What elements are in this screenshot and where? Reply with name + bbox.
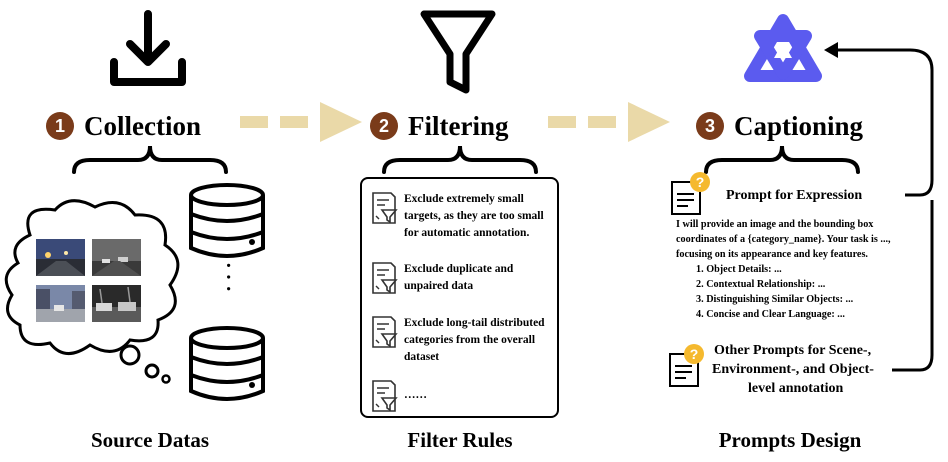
filter-rule: Exclude extremely small targets, as they… bbox=[370, 191, 556, 242]
prompt-expression-title: Prompt for Expression bbox=[726, 188, 863, 203]
svg-text:?: ? bbox=[690, 346, 699, 362]
filter-rule-text: Exclude duplicate and unpaired data bbox=[404, 263, 514, 292]
funnel-icon bbox=[420, 10, 496, 94]
prompt-intro-line: coordinates of a {category_name}. Your t… bbox=[676, 234, 891, 245]
stage-label: Captioning bbox=[734, 110, 864, 141]
prompt-item: 1. Object Details: ... bbox=[696, 264, 782, 275]
curly-brace bbox=[704, 145, 860, 174]
flow-arrow bbox=[240, 102, 362, 142]
filter-rule: Exclude duplicate and unpaired data bbox=[370, 261, 556, 295]
prompt-item: 4. Concise and Clear Language: ... bbox=[696, 309, 845, 320]
flow-arrow bbox=[548, 102, 670, 142]
prompt-item: 3. Distinguishing Similar Objects: ... bbox=[696, 294, 854, 305]
filter-rule: Exclude long-tail distributed categories… bbox=[370, 315, 556, 366]
thumbnail-night-highway-thermal bbox=[92, 239, 141, 276]
footer-source-datas: Source Datas bbox=[90, 428, 210, 452]
stage-number-badge: 2 bbox=[370, 112, 398, 140]
prompt-item: 2. Contextual Relationship: ... bbox=[696, 279, 826, 290]
stage-number-badge: 1 bbox=[46, 112, 74, 140]
footer-prompts-design: Prompts Design bbox=[718, 428, 862, 452]
curly-brace bbox=[382, 145, 538, 174]
feedback-arrow bbox=[824, 42, 934, 372]
database-icon bbox=[189, 326, 265, 401]
prompt-intro-line: I will provide an image and the bounding… bbox=[676, 219, 874, 230]
logo-icon bbox=[744, 14, 822, 82]
stage-filtering-title: 2 Filtering bbox=[370, 108, 508, 144]
stage-captioning-title: 3 Captioning bbox=[696, 108, 863, 144]
stage-label: Collection bbox=[84, 110, 201, 141]
filter-rule-text: Exclude extremely small targets, as they… bbox=[404, 193, 544, 239]
other-prompts-line: Environment-, and Object- bbox=[712, 362, 874, 377]
thumbnail-city-street bbox=[36, 285, 85, 322]
footer-filter-rules: Filter Rules bbox=[407, 428, 513, 452]
curly-brace bbox=[72, 145, 228, 174]
thumbnail-night-street bbox=[36, 239, 85, 276]
document-filter-icon bbox=[372, 192, 398, 224]
filter-rule-text: …… bbox=[404, 389, 427, 401]
stage-label: Filtering bbox=[408, 110, 509, 141]
filter-rule: …… bbox=[370, 379, 556, 413]
filter-rules-box: Exclude extremely small targets, as they… bbox=[360, 177, 559, 418]
document-question-icon: ? bbox=[669, 344, 704, 387]
svg-text:?: ? bbox=[696, 174, 705, 190]
prompt-intro-line: focusing on its appearance and key featu… bbox=[676, 249, 868, 260]
filter-rule-text: Exclude long-tail distributed categories… bbox=[404, 317, 545, 363]
document-question-icon: ? bbox=[671, 172, 710, 215]
database-icon bbox=[189, 183, 265, 258]
document-filter-icon bbox=[372, 262, 398, 294]
document-filter-icon bbox=[372, 316, 398, 348]
thumbnail-parked-cars-thermal bbox=[92, 285, 141, 322]
database-ellipsis: · · · bbox=[217, 262, 239, 293]
other-prompts-line: Other Prompts for Scene-, bbox=[714, 343, 872, 358]
other-prompts-line: level annotation bbox=[748, 381, 844, 396]
document-filter-icon bbox=[372, 380, 398, 412]
stage-collection-title: 1 Collection bbox=[46, 108, 201, 144]
download-icon bbox=[110, 10, 186, 86]
stage-number-badge: 3 bbox=[696, 112, 724, 140]
